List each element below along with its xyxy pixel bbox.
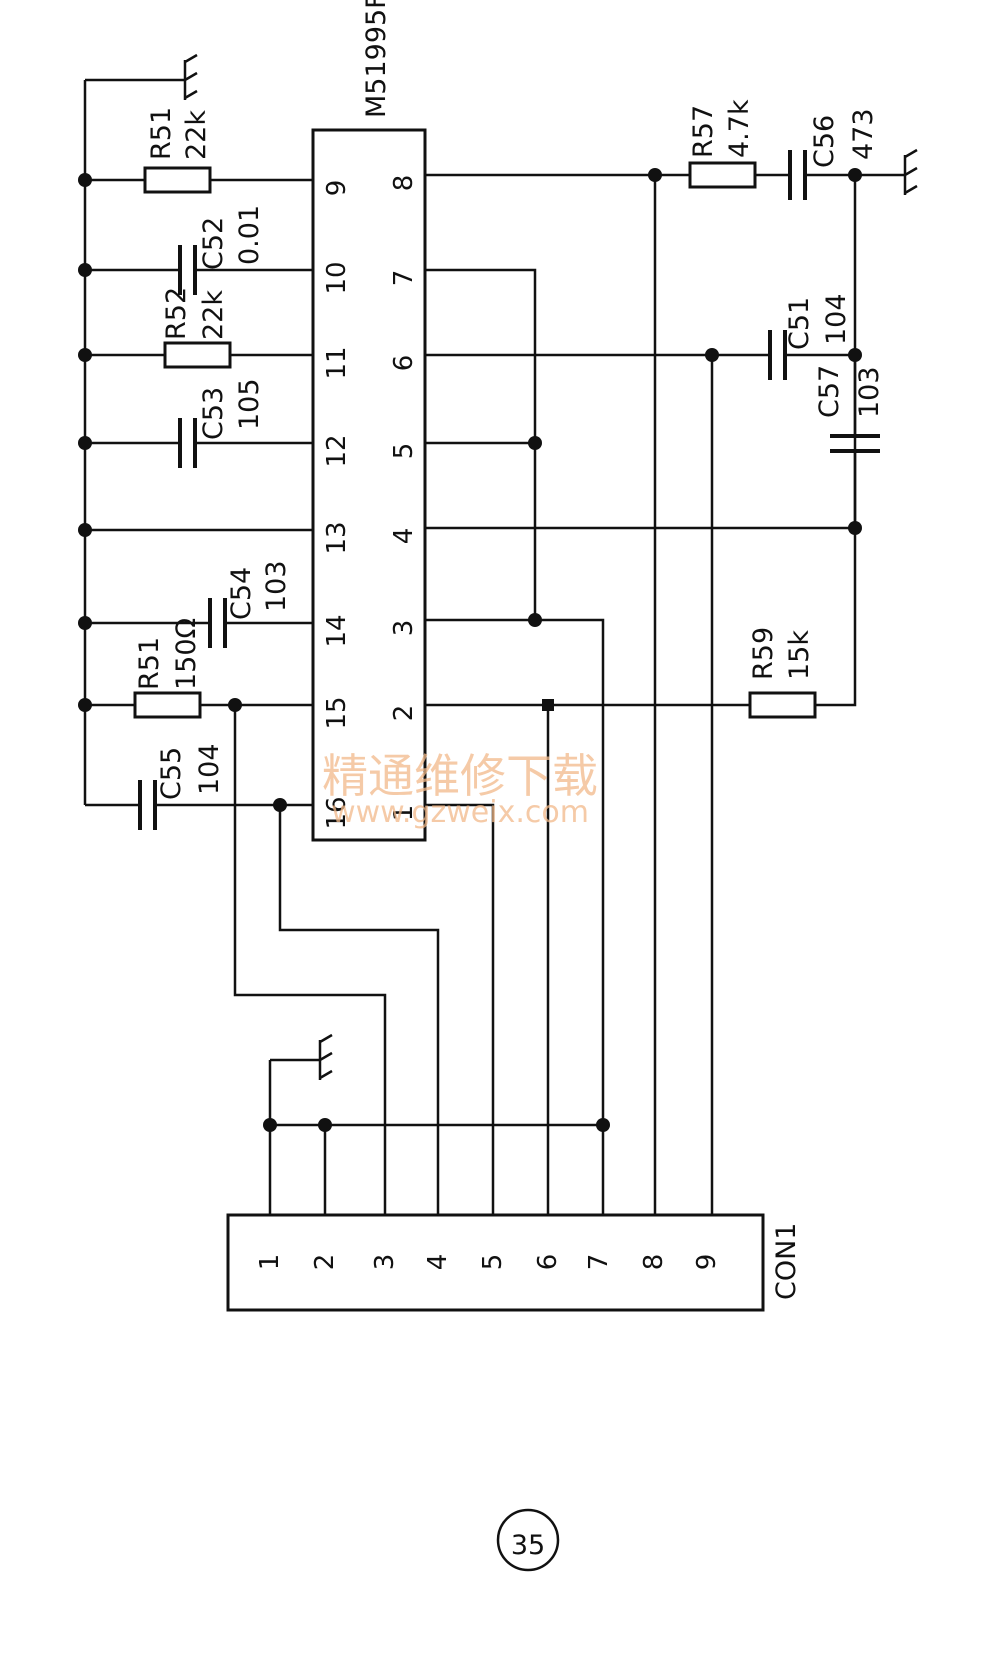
connector-pin-label: 5 [478, 1254, 508, 1271]
capacitors [138, 150, 880, 830]
r52-value: 22k [198, 290, 229, 340]
r59-value: 15k [784, 630, 815, 680]
watermark: 精通维修下载 www.gzweix.com [322, 749, 598, 830]
c57-ref: C57 [814, 365, 845, 418]
r52-ref: R52 [161, 287, 192, 340]
c52-value: 0.01 [234, 205, 265, 265]
ic-pin-label: 15 [322, 696, 352, 729]
ic-pin-label: 8 [389, 175, 419, 192]
ic-pin-label: 9 [322, 180, 352, 197]
c51-value: 104 [821, 293, 852, 345]
ic-name: M51995F [361, 0, 392, 118]
ic-right-pin-labels: 8 7 6 5 4 3 2 1 [389, 175, 419, 822]
ic-pin-label: 3 [389, 620, 419, 637]
r59-ref: R59 [748, 627, 779, 680]
page-number: 35 [496, 1508, 560, 1572]
resistor-r57 [688, 161, 757, 189]
connector-pin-label: 6 [533, 1254, 563, 1271]
ic-pin-label: 5 [389, 443, 419, 460]
capacitor-c51 [768, 330, 787, 380]
resistor-r59 [748, 691, 817, 719]
r51a-value: 22k [181, 110, 212, 160]
c56-ref: C56 [809, 115, 840, 168]
connector-pin-labels: 1 2 3 4 5 6 7 8 9 [255, 1254, 722, 1271]
ic-pin-label: 16 [322, 796, 352, 829]
c54-ref: C54 [226, 567, 257, 620]
c55-ref: C55 [156, 747, 187, 800]
capacitor-c53 [178, 418, 197, 468]
resistor-r52 [163, 341, 232, 369]
c53-value: 105 [234, 378, 265, 430]
connector-pin-label: 1 [255, 1254, 285, 1271]
r51b-value: 150Ω [171, 618, 202, 690]
ic-body [311, 128, 427, 842]
watermark-text: 精通维修下载 [322, 749, 598, 803]
c54-value: 103 [261, 560, 292, 612]
page-number-text: 35 [511, 1530, 545, 1561]
connector-body [226, 1213, 765, 1312]
ic-pin-label: 1 [389, 805, 419, 822]
c56-value: 473 [848, 108, 879, 160]
ic-pin-label: 13 [322, 521, 352, 554]
ic-pin-label: 11 [322, 346, 352, 379]
resistor-r51-22k [143, 166, 212, 194]
capacitor-c52 [178, 245, 197, 295]
ic-pin-label: 4 [389, 528, 419, 545]
connector-pin-label: 3 [370, 1254, 400, 1271]
watermark-url: www.gzweix.com [331, 795, 589, 830]
ic-pin-label: 2 [389, 705, 419, 722]
ic-left-pin-labels: 9 10 11 12 13 14 15 16 [322, 180, 352, 830]
ground-icon [903, 148, 918, 195]
r57-ref: R57 [688, 105, 719, 158]
capacitor-c56 [788, 150, 807, 200]
ic-pin-label: 6 [389, 355, 419, 372]
page-number-circle [496, 1508, 560, 1572]
connector-pin-label: 4 [423, 1254, 453, 1271]
c51-ref: C51 [784, 297, 815, 350]
c55-value: 104 [194, 743, 225, 795]
ic-pin-label: 12 [322, 434, 352, 467]
capacitor-c55 [138, 780, 157, 830]
connector-name: CON1 [771, 1223, 802, 1300]
resistors [133, 161, 817, 719]
junctions [78, 168, 862, 1132]
connector-pin-label: 9 [692, 1254, 722, 1271]
r57-value: 4.7k [724, 99, 755, 158]
ground-symbols [183, 53, 918, 1080]
ic-pin-label: 14 [322, 614, 352, 647]
r51a-ref: R51 [146, 107, 177, 160]
resistor-r51-150 [133, 691, 202, 719]
connector-pin-label: 7 [584, 1254, 614, 1271]
r51b-ref: R51 [134, 637, 165, 690]
c52-ref: C52 [198, 217, 229, 270]
component-labels: R51 22k C52 0.01 R52 22k C53 105 C54 103… [134, 99, 885, 800]
c53-ref: C53 [198, 387, 229, 440]
capacitor-c54 [208, 598, 227, 648]
c57-value: 103 [854, 366, 885, 418]
ground-icon [183, 53, 198, 100]
connector-pin-label: 2 [310, 1254, 340, 1271]
wiring [83, 78, 905, 1215]
ground-icon [318, 1033, 333, 1080]
ic-pin-label: 10 [322, 261, 352, 294]
connector-pin-label: 8 [639, 1254, 669, 1271]
ic-pin-label: 7 [389, 270, 419, 287]
